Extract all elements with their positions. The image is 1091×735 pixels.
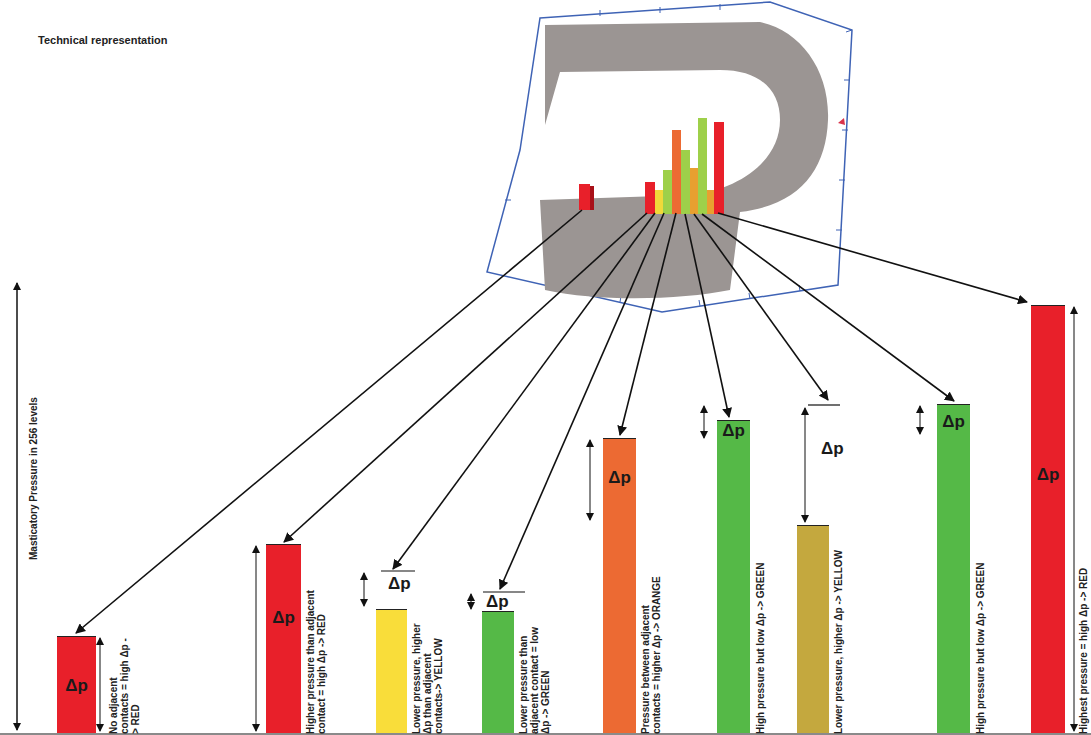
bar-description: Lower pressure than adjacent contact = l… [518, 614, 551, 734]
pressure-bar: ΔpHigh pressure but low Δp -> GREEN [937, 404, 970, 733]
bar-description: Highest pressure = high Δp -> RED [1078, 314, 1089, 734]
level-lines [381, 405, 970, 592]
outline-ticks [505, 4, 852, 306]
bar-description: No adjacent contacts = high Δp -> RED [108, 638, 141, 734]
bar-description: High pressure but low Δp -> GREEN [755, 434, 766, 734]
delta-p-label: Δp [942, 413, 965, 431]
delta-arrows [100, 307, 1074, 731]
pressure-bar: ΔpLower pressure, higher Δp -> YELLOW [797, 525, 829, 733]
bar-description: Lower pressure, higher Δp -> YELLOW [833, 534, 844, 734]
pressure-columns [579, 118, 724, 214]
bar-description: High pressure but low Δp -> GREEN [975, 434, 986, 734]
delta-p-label: Δp [722, 422, 745, 440]
delta-p-label: Δp [65, 677, 88, 695]
leader-arrows [76, 210, 1027, 633]
delta-p-label: Δp [486, 593, 509, 611]
pressure-bar: ΔpHighest pressure = high Δp -> RED [1031, 305, 1065, 733]
bar-description: Higher pressure than adjacent contact = … [305, 554, 327, 734]
axis-arrow [16, 283, 18, 730]
marker [838, 118, 845, 125]
dental-arch [540, 22, 828, 298]
delta-p-label: Δp [821, 440, 844, 458]
pressure-bar: ΔpNo adjacent contacts = high Δp -> RED [57, 636, 96, 733]
axis-label: Masticatory Pressure in 256 levels [28, 397, 39, 560]
delta-p-label: Δp [1037, 466, 1060, 484]
delta-p-label: Δp [608, 469, 631, 487]
pressure-bar: ΔpLower pressure, higher Δp than adjacen… [376, 609, 407, 733]
pressure-bar: ΔpPressure between adjacent contacts = h… [603, 438, 636, 733]
pressure-bar: ΔpLower pressure than adjacent contact =… [482, 611, 514, 733]
arch-outline [487, 2, 852, 312]
bar-description: Lower pressure, higher Δp than adjacent … [411, 612, 444, 734]
delta-p-label: Δp [272, 609, 295, 627]
pressure-bar: ΔpHigher pressure than adjacent contact … [266, 544, 301, 733]
pressure-bar: ΔpHigh pressure but low Δp -> GREEN [717, 420, 750, 733]
title-label: Technical representation [38, 34, 167, 46]
bar-description: Pressure between adjacent contacts = hig… [640, 574, 662, 734]
delta-p-label: Δp [388, 575, 411, 593]
